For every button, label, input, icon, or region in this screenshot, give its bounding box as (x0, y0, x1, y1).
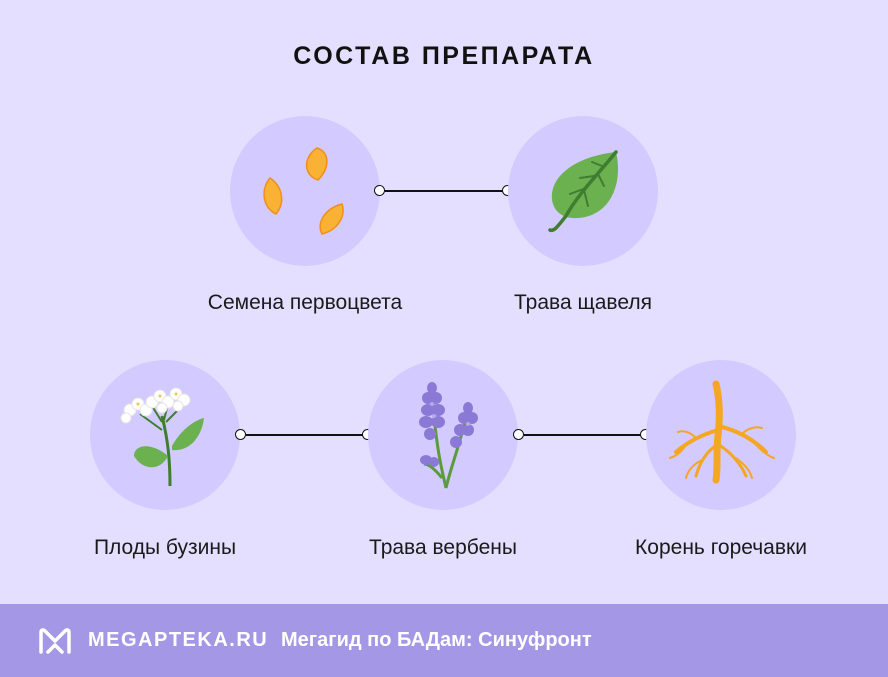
lavender-icon (419, 382, 478, 489)
connector-dot (235, 429, 246, 440)
ingredient-label: Трава щавеля (514, 291, 652, 314)
footer-tagline: Мегагид по БАДам: Синуфронт (281, 629, 592, 651)
connector-line (246, 434, 364, 436)
ingredient-label: Плоды бузины (93, 536, 237, 559)
ingredient-label: Семена первоцвета (207, 291, 403, 314)
brand-name: MEGAPTEKA.RU (88, 629, 269, 651)
footer: MEGAPTEKA.RU Мегагид по БАДам: Синуфронт (0, 604, 888, 677)
connector-line (385, 190, 504, 192)
seeds-icon (263, 147, 344, 235)
connector-dot (513, 429, 524, 440)
leaf-icon (548, 150, 619, 233)
ingredient-circle-sorrel (508, 116, 658, 266)
elderflower-icon (120, 387, 204, 487)
ingredient-label: Трава вербены (369, 536, 517, 559)
connector-line (524, 434, 642, 436)
ingredient-circle-verbena (368, 360, 518, 510)
root-icon (669, 380, 775, 484)
megapteka-logo-icon (39, 628, 71, 654)
ingredient-circle-gentian (646, 360, 796, 510)
ingredient-circle-seeds (230, 116, 380, 266)
ingredient-circle-elder (90, 360, 240, 510)
connector-dot (374, 185, 385, 196)
ingredient-label: Корень горечавки (635, 536, 807, 559)
page-title: СОСТАВ ПРЕПАРАТА (293, 42, 595, 70)
